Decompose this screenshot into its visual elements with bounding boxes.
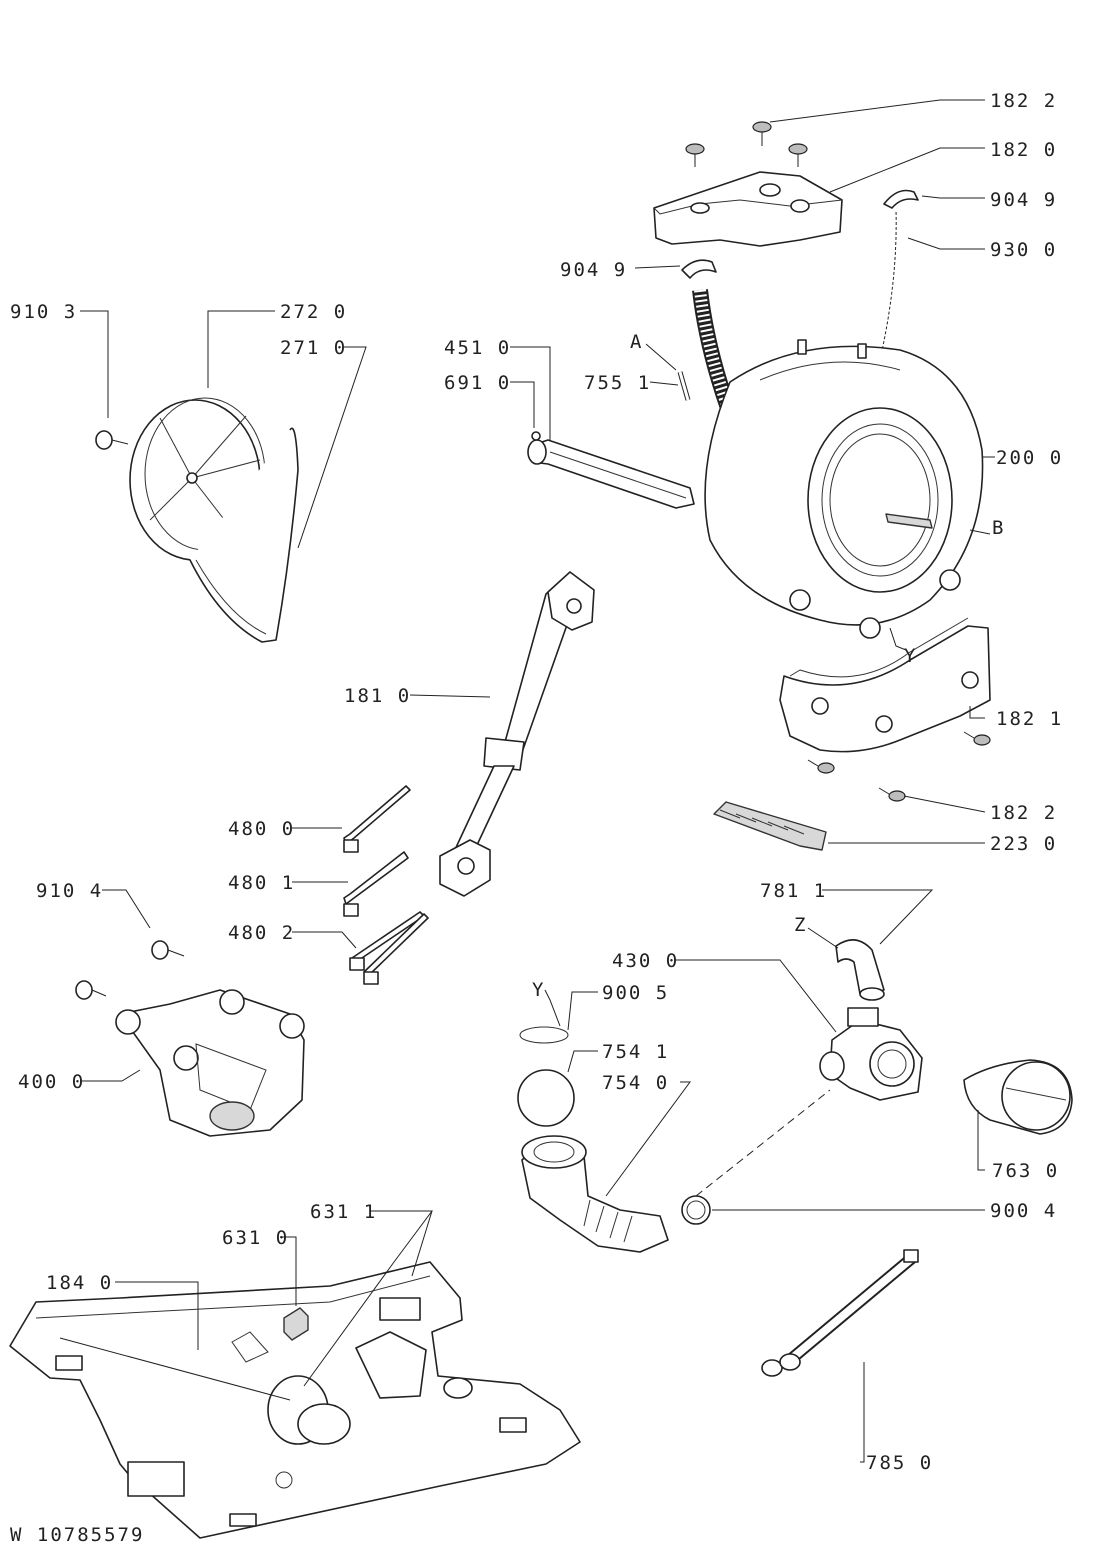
callout-910-3: 910 3 [10,301,77,323]
callout-755-1: 755 1 [584,372,651,394]
screws-182-2-bottom [807,731,991,802]
callout-182-2-top: 182 2 [990,90,1057,112]
heater-451-0 [527,439,695,509]
elbow-781-1 [835,939,885,1001]
ball-754-1 [517,1069,575,1127]
sump-hose-754-0 [521,1135,669,1253]
letter-y-clip: Y [532,979,545,1001]
callout-631-1: 631 1 [310,1201,377,1223]
callout-182-0: 182 0 [990,139,1057,161]
bolt-480-0 [343,785,411,853]
callout-430-0: 430 0 [612,950,679,972]
callout-754-0: 754 0 [602,1072,669,1094]
pump-430-0 [819,1007,923,1101]
letter-y-tub: Y [904,645,917,667]
nut-691-0 [531,431,541,441]
shock-absorber-181-0 [439,571,595,897]
leader-lines [59,99,995,1463]
drawing-number: W 10785579 [10,1524,144,1546]
screw-182-2-top [685,121,808,167]
tub-200-0 [704,339,984,639]
callout-910-4: 910 4 [36,880,103,902]
bolt-480-1 [343,851,409,917]
callout-904-9-right: 904 9 [990,189,1057,211]
callout-400-0: 400 0 [18,1071,85,1093]
callout-904-9-left: 904 9 [560,259,627,281]
callout-272-0: 272 0 [280,301,347,323]
callout-631-0: 631 0 [222,1227,289,1249]
filter-763-0 [963,1059,1073,1135]
bolt-480-2 [349,911,429,985]
strip-223-0 [713,801,827,851]
callout-763-0: 763 0 [992,1160,1059,1182]
callout-900-4: 900 4 [990,1200,1057,1222]
callout-480-2: 480 2 [228,922,295,944]
part-631-0 [283,1307,309,1341]
counterweight-top [653,171,843,247]
hose-clip-904-9-left [681,259,717,279]
callout-900-5: 900 5 [602,982,669,1004]
counterweight-bottom-182-1 [779,617,991,753]
letter-b: B [992,517,1005,539]
callout-labels: 182 2 182 0 904 9 930 0 904 9 910 3 272 … [10,90,1063,1546]
clamp-900-4 [681,1195,711,1225]
callout-480-0: 480 0 [228,818,295,840]
callout-785-0: 785 0 [866,1452,933,1474]
callout-184-0: 184 0 [46,1272,113,1294]
screws-910-4 [75,940,185,1000]
pin-755-1 [677,371,691,401]
callout-182-1: 182 1 [996,708,1063,730]
callout-691-0: 691 0 [444,372,511,394]
screw-910-3 [95,430,129,450]
callout-781-1: 781 1 [760,880,827,902]
callout-223-0: 223 0 [990,833,1057,855]
base-184-0 [9,1261,581,1539]
clip-900-5 [519,1026,569,1044]
belt-271-0 [189,427,299,643]
hose-clip-904-9-right [883,189,919,209]
spring-hose-930-0 [874,209,902,362]
callout-930-0: 930 0 [990,239,1057,261]
callout-754-1: 754 1 [602,1041,669,1063]
callout-181-0: 181 0 [344,685,411,707]
callout-200-0: 200 0 [996,447,1063,469]
callout-271-0: 271 0 [280,337,347,359]
callout-182-2-bottom: 182 2 [990,802,1057,824]
letter-a: A [630,331,643,353]
drain-hose-785-0 [761,1249,919,1377]
motor-400-0 [115,989,305,1137]
letter-z: Z [794,914,807,936]
callout-451-0: 451 0 [444,337,511,359]
callout-480-1: 480 1 [228,872,295,894]
